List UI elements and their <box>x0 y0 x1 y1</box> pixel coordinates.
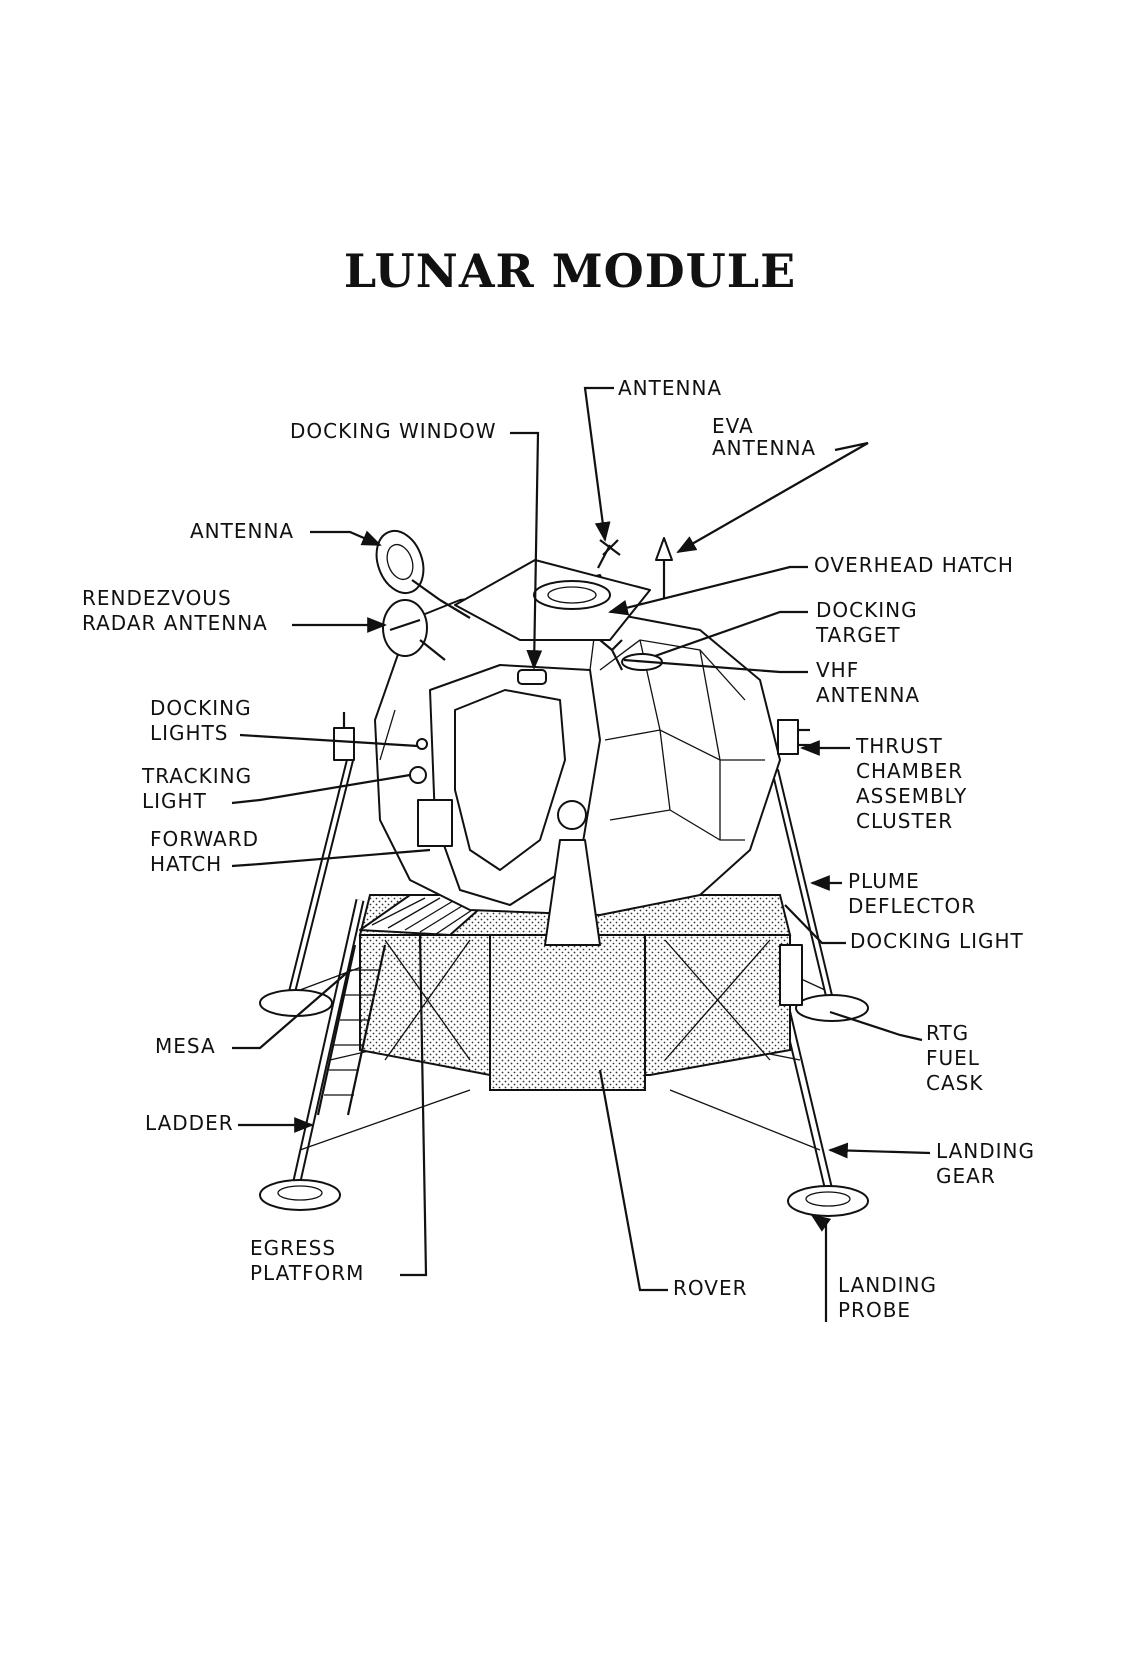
label-tracking-light-1: TRACKING <box>141 764 252 788</box>
label-forward-hatch-1: FORWARD <box>150 827 259 851</box>
label-landing-probe-1: LANDING <box>838 1273 937 1297</box>
label-mesa: MESA <box>155 1034 216 1058</box>
label-overhead-hatch: OVERHEAD HATCH <box>814 553 1014 577</box>
label-docking-target-2: TARGET <box>815 623 901 647</box>
label-thrust-1: THRUST <box>855 734 943 758</box>
label-rtg-2: FUEL <box>926 1046 980 1070</box>
label-docking-lights-1: DOCKING <box>150 696 252 720</box>
label-rendezvous-2: RADAR ANTENNA <box>82 611 268 635</box>
label-antenna-top: ANTENNA <box>618 376 722 400</box>
ascent-stage <box>374 559 810 946</box>
label-docking-lights-2: LIGHTS <box>150 721 229 745</box>
label-vhf-antenna-2: ANTENNA <box>816 683 920 707</box>
label-thrust-2: CHAMBER <box>856 759 963 783</box>
label-ladder: LADDER <box>145 1111 234 1135</box>
label-antenna-left: ANTENNA <box>190 519 294 543</box>
label-plume-deflector-2: DEFLECTOR <box>848 894 976 918</box>
label-egress-2: PLATFORM <box>250 1261 364 1285</box>
label-rtg-1: RTG <box>926 1021 969 1045</box>
label-rtg-3: CASK <box>926 1071 983 1095</box>
antennas <box>333 530 673 761</box>
label-rendezvous-1: RENDEZVOUS <box>82 586 232 610</box>
label-landing-gear-1: LANDING <box>936 1139 1035 1163</box>
label-forward-hatch-2: HATCH <box>150 852 222 876</box>
label-egress-1: EGRESS <box>250 1236 336 1260</box>
label-eva-antenna-2: ANTENNA <box>712 436 816 460</box>
label-plume-deflector-1: PLUME <box>848 869 920 893</box>
label-tracking-light-2: LIGHT <box>142 789 207 813</box>
label-docking-window: DOCKING WINDOW <box>290 419 497 443</box>
diagram-title: LUNAR MODULE <box>343 244 797 298</box>
label-landing-probe-2: PROBE <box>838 1298 911 1322</box>
label-landing-gear-2: GEAR <box>936 1164 996 1188</box>
footpads <box>259 989 869 1217</box>
labels: ANTENNA DOCKING WINDOW EVA ANTENNA ANTEN… <box>82 376 1035 1322</box>
label-docking-target-1: DOCKING <box>816 598 918 622</box>
label-thrust-4: CLUSTER <box>856 809 953 833</box>
lunar-module-drawing <box>259 530 869 1217</box>
label-thrust-3: ASSEMBLY <box>856 784 967 808</box>
label-eva-antenna-1: EVA <box>712 414 754 438</box>
label-rover: ROVER <box>673 1276 748 1300</box>
ladder <box>316 944 387 1116</box>
label-docking-light: DOCKING LIGHT <box>850 929 1024 953</box>
leader-lines <box>231 386 931 1322</box>
label-vhf-antenna-1: VHF <box>816 658 859 682</box>
